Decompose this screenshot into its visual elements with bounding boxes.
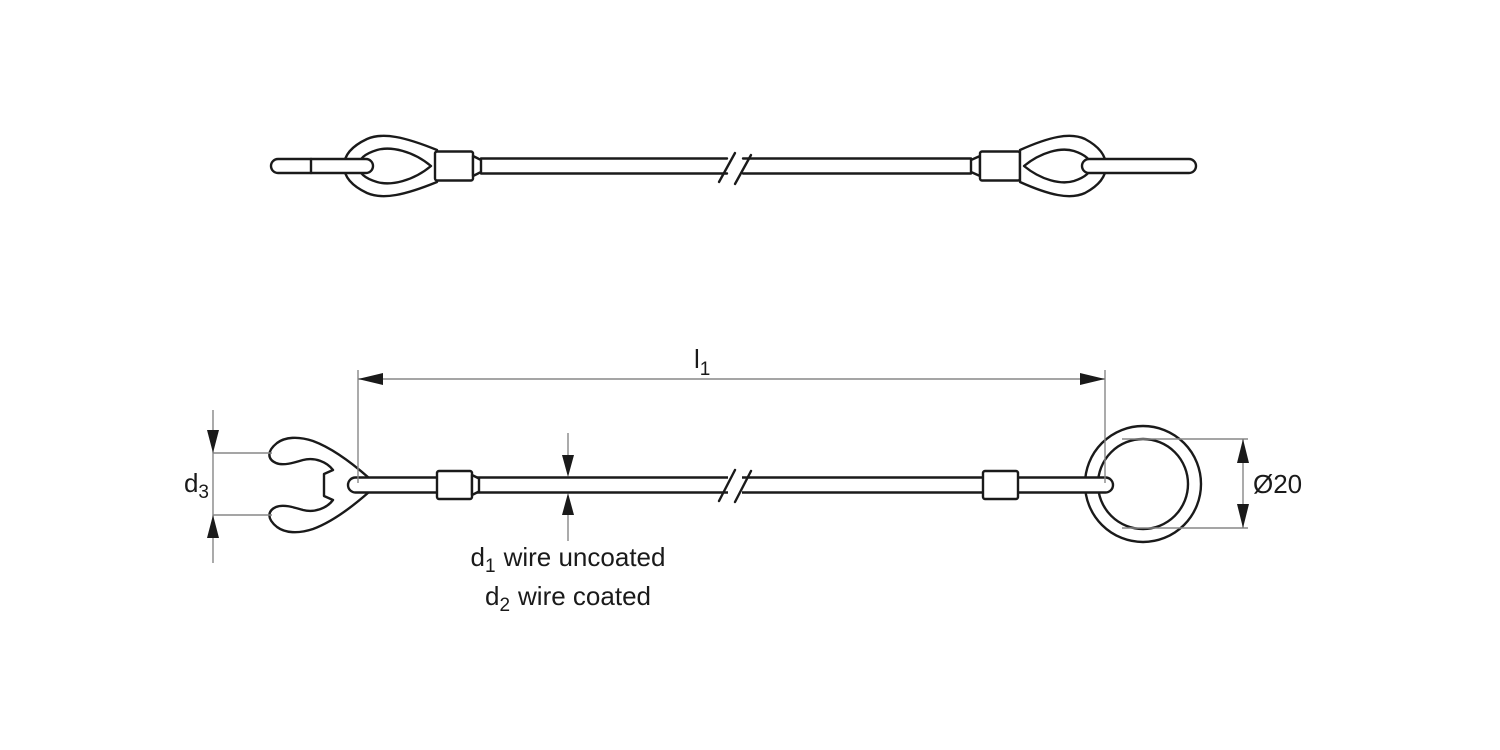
spring-clip	[268, 436, 374, 534]
right-ferrule	[978, 150, 1022, 182]
d3-arrow-top	[207, 430, 219, 453]
o20-arrow-top	[1237, 439, 1249, 463]
d3-arrow-bottom	[207, 515, 219, 538]
d1-arrow-top	[562, 455, 574, 477]
left-pin-body	[269, 157, 375, 175]
l1-arrow-left	[358, 373, 383, 385]
right-eye-loop	[1018, 134, 1108, 198]
bottom-left-ferrule	[435, 469, 474, 501]
l1-arrow-right	[1080, 373, 1105, 385]
left-ferrule	[433, 150, 475, 182]
dimension-d3: d3	[184, 410, 272, 563]
bottom-right-ferrule	[981, 469, 1020, 501]
right-ferrule-taper	[969, 154, 982, 178]
bottom-view-lanyard	[268, 424, 1203, 544]
l1-label: l1	[694, 344, 710, 380]
left-eye-loop	[342, 134, 439, 198]
d3-label: d3	[184, 468, 209, 503]
bottom-left-ferrule-taper	[470, 473, 481, 497]
left-pin	[269, 157, 375, 175]
wire-break-symbol-bottom	[717, 468, 753, 504]
d1-arrow-bottom	[562, 493, 574, 515]
cable-top-view	[479, 151, 973, 186]
dimension-l1: l1	[357, 344, 1106, 483]
dimension-ring-diameter: Ø20	[1122, 438, 1302, 529]
top-view-lanyard	[269, 134, 1198, 198]
ring-diameter-label: Ø20	[1253, 469, 1302, 499]
left-ferrule-taper	[471, 154, 483, 178]
right-pin	[1080, 157, 1198, 175]
wire-break-symbol	[717, 151, 753, 186]
o20-arrow-bottom	[1237, 504, 1249, 528]
